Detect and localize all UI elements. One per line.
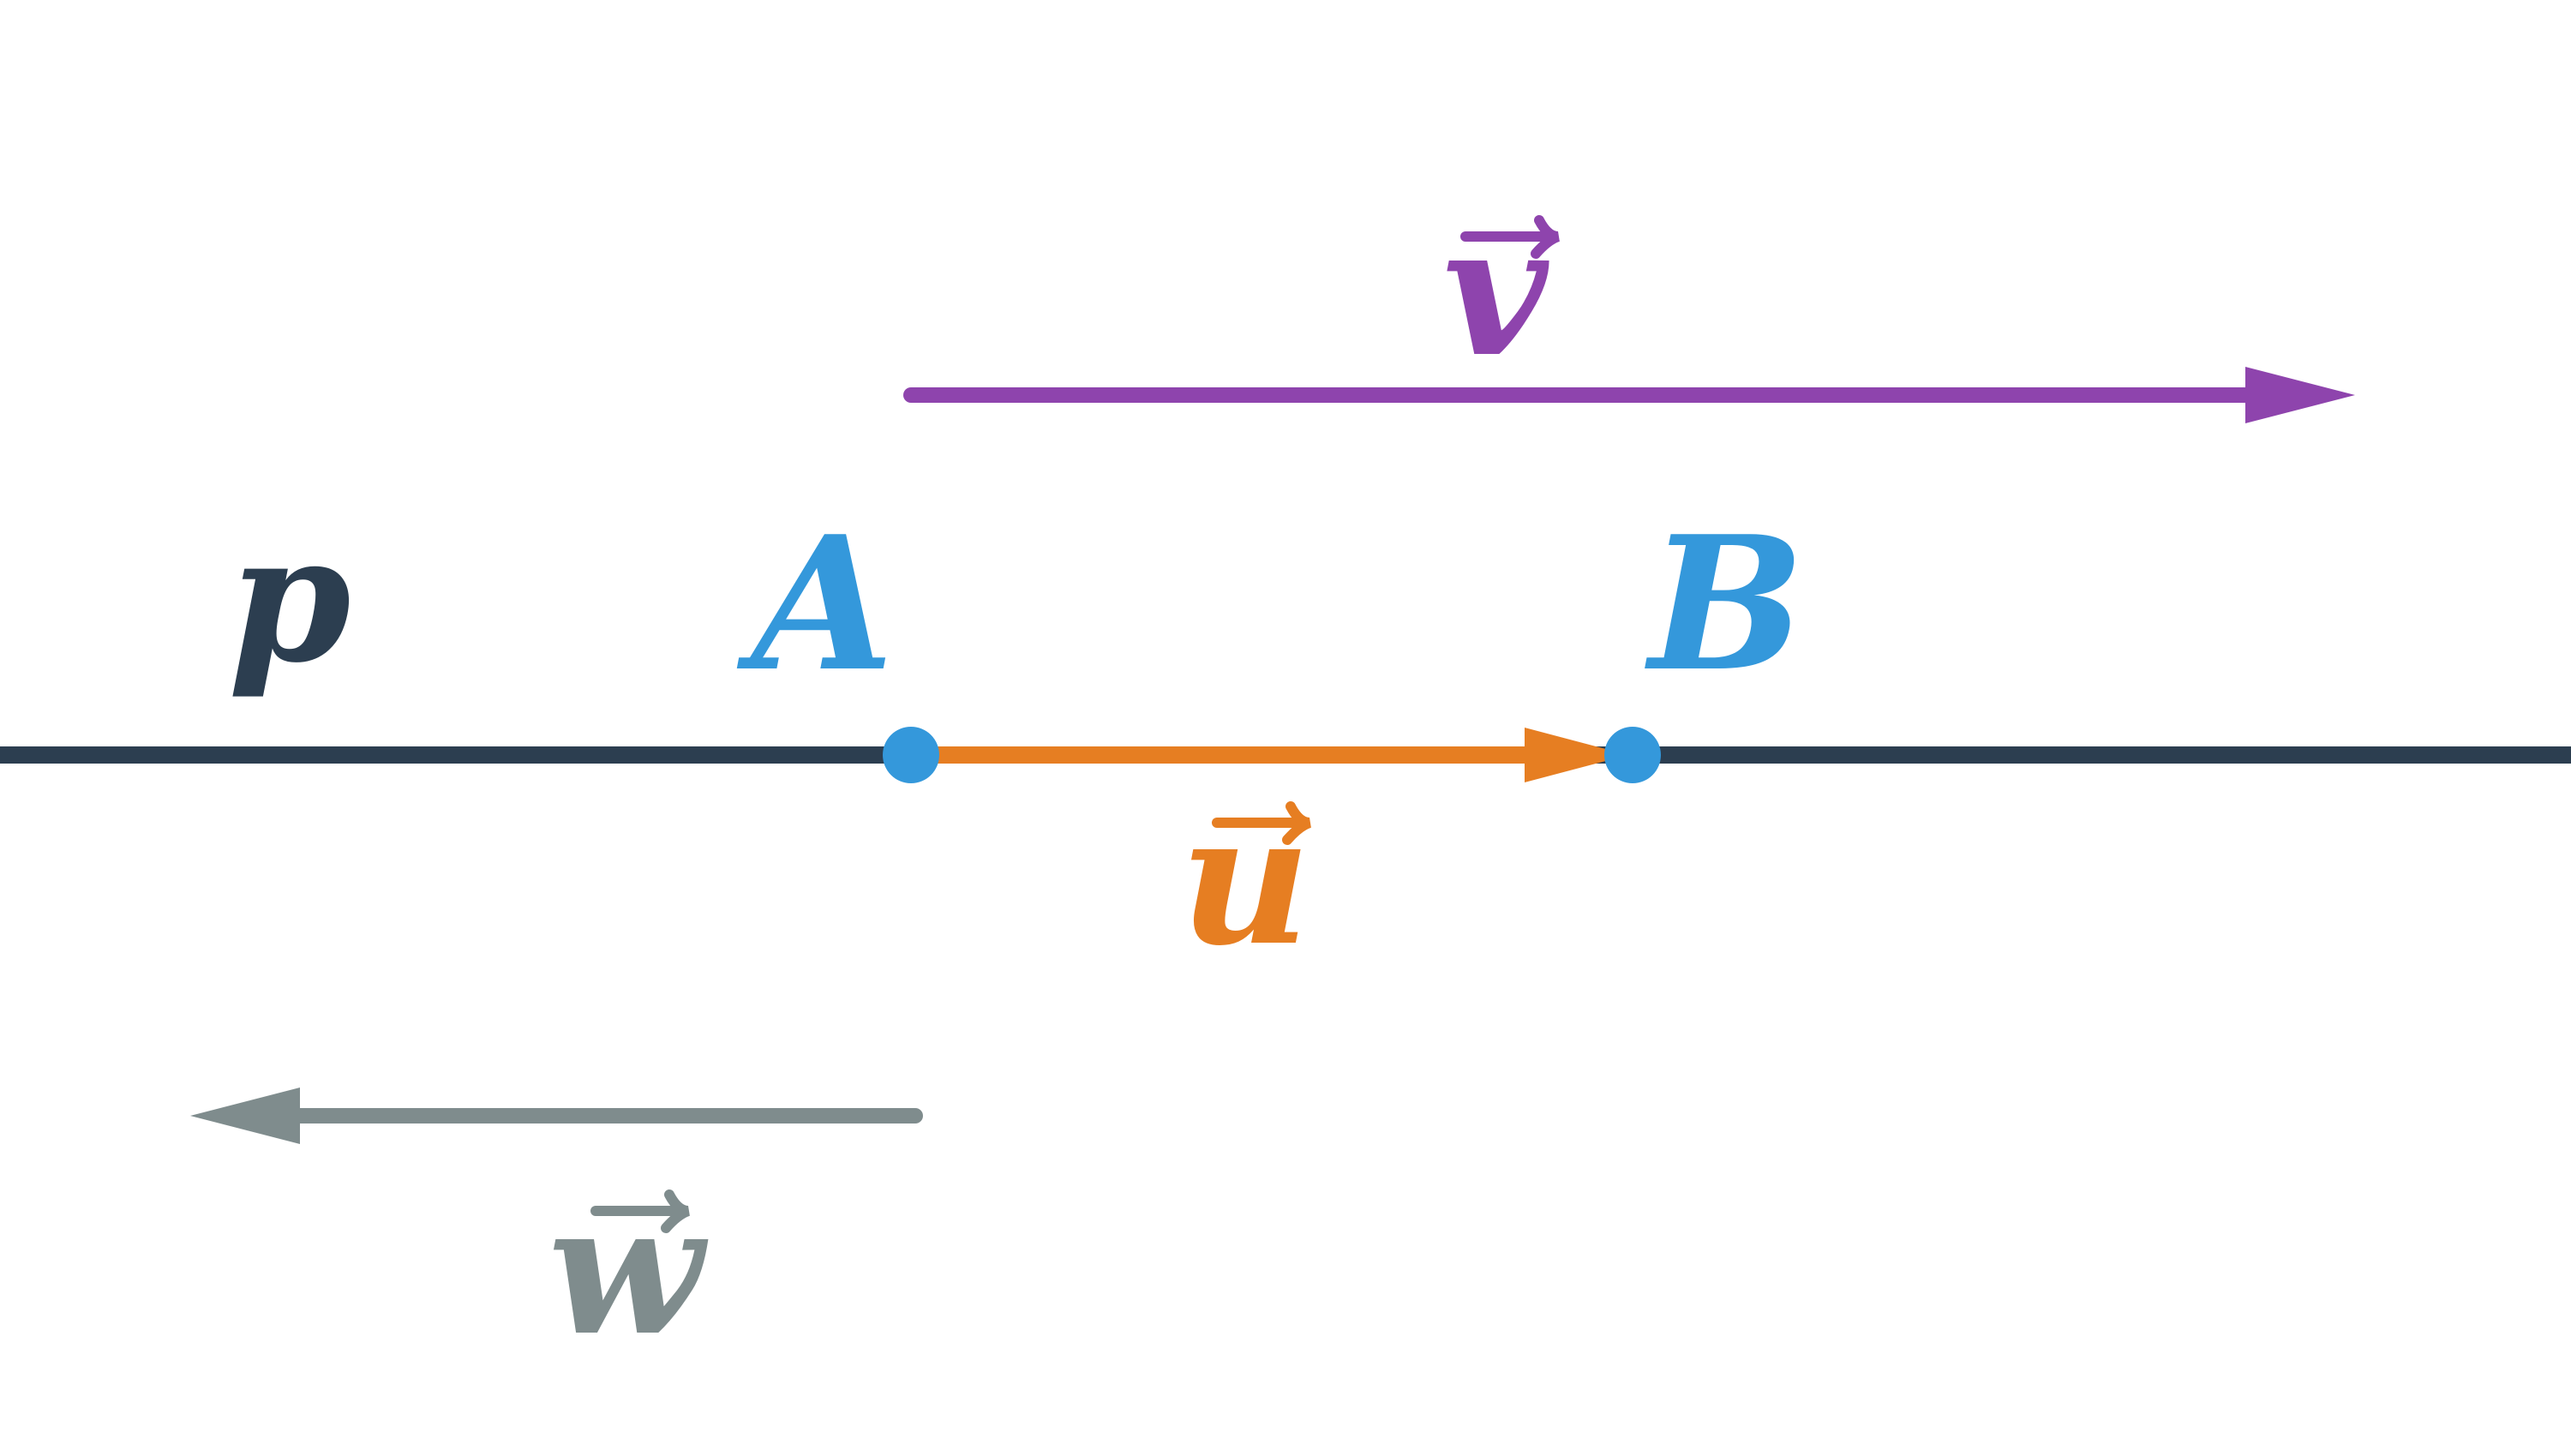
vector-u-overarrow-icon xyxy=(1212,801,1312,845)
vector-v-letter: v xyxy=(1443,185,1549,397)
vector-w-arrowhead xyxy=(190,1088,300,1144)
vector-v-label: v xyxy=(1443,185,1561,397)
vector-u xyxy=(911,728,1628,782)
vector-v-arrowhead xyxy=(2245,367,2355,423)
vector-w-overarrow-icon xyxy=(590,1189,691,1233)
vector-w xyxy=(190,1088,923,1144)
vector-v-overarrow-icon xyxy=(1460,215,1561,259)
vector-u-arrowhead xyxy=(1525,728,1628,782)
vector-u-label: u xyxy=(1180,774,1312,986)
line-p-label: p xyxy=(228,496,351,702)
vector-v xyxy=(903,367,2355,423)
point-b-label: B xyxy=(1644,495,1805,712)
vector-w-letter: w xyxy=(548,1164,709,1375)
point-a-label: A xyxy=(737,495,895,712)
point-b xyxy=(1604,727,1661,783)
point-a xyxy=(883,727,939,783)
vector-w-label: w xyxy=(548,1164,709,1375)
